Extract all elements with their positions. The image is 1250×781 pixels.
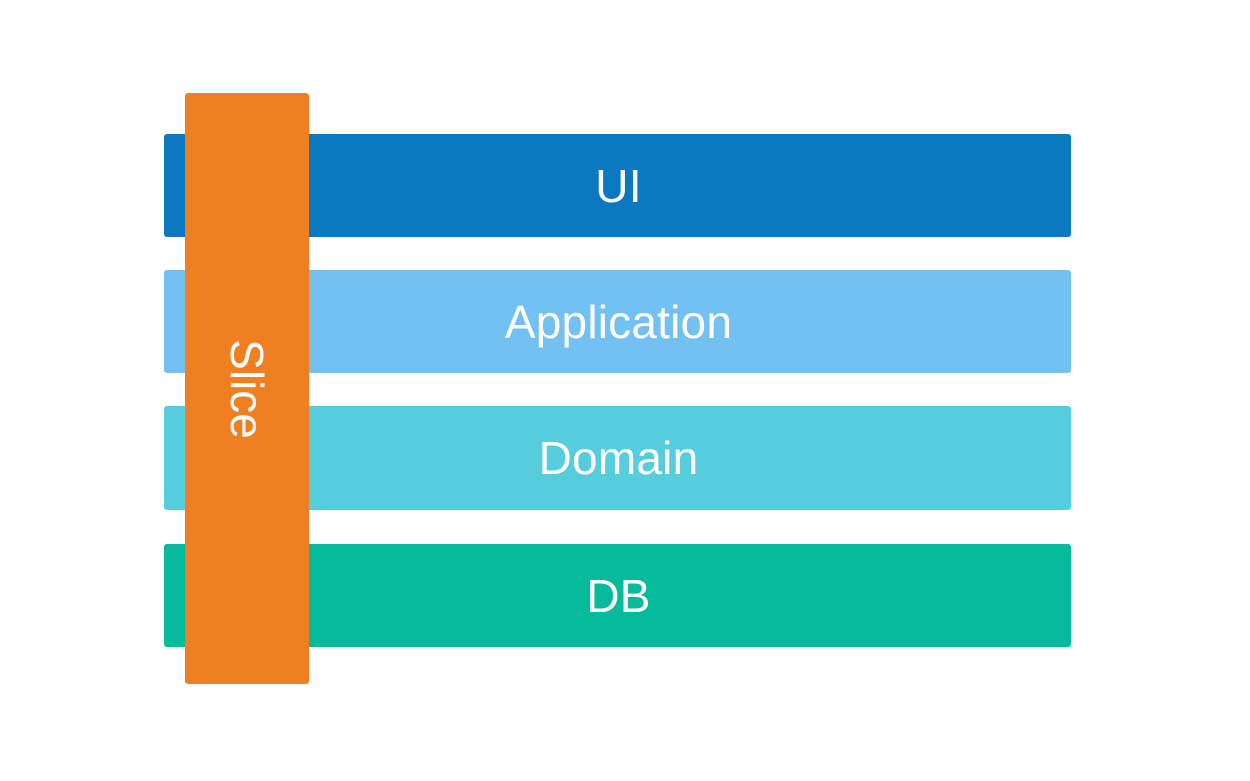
vertical-slice-bar[interactable]: Slice <box>185 93 309 684</box>
layer-label-db: DB <box>586 569 651 622</box>
layer-label-domain: Domain <box>538 432 699 484</box>
layer-bar-ui[interactable]: UI <box>164 134 1071 237</box>
layer-bar-application[interactable]: Application <box>164 270 1071 373</box>
layer-label-ui: UI <box>595 159 642 212</box>
layer-label-application: Application <box>504 295 733 348</box>
layer-bar-domain[interactable]: Domain <box>164 406 1071 510</box>
layer-bar-db[interactable]: DB <box>164 544 1071 647</box>
vertical-slice-label: Slice <box>221 338 273 439</box>
